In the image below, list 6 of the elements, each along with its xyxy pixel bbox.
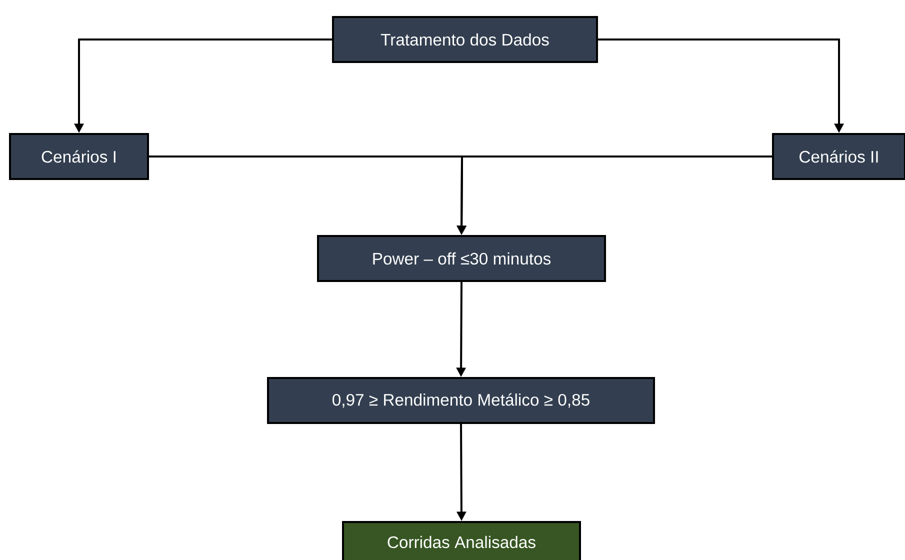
- process-box: Power – off ≤30 minutos: [317, 235, 606, 282]
- process-box: Cenários I: [9, 133, 149, 180]
- process-box: Cenários II: [772, 133, 905, 180]
- process-box: 0,97 ≥ Rendimento Metálico ≥ 0,85: [267, 377, 655, 424]
- process-box: Corridas Analisadas: [342, 521, 581, 560]
- process-box: Tratamento dos Dados: [332, 16, 598, 63]
